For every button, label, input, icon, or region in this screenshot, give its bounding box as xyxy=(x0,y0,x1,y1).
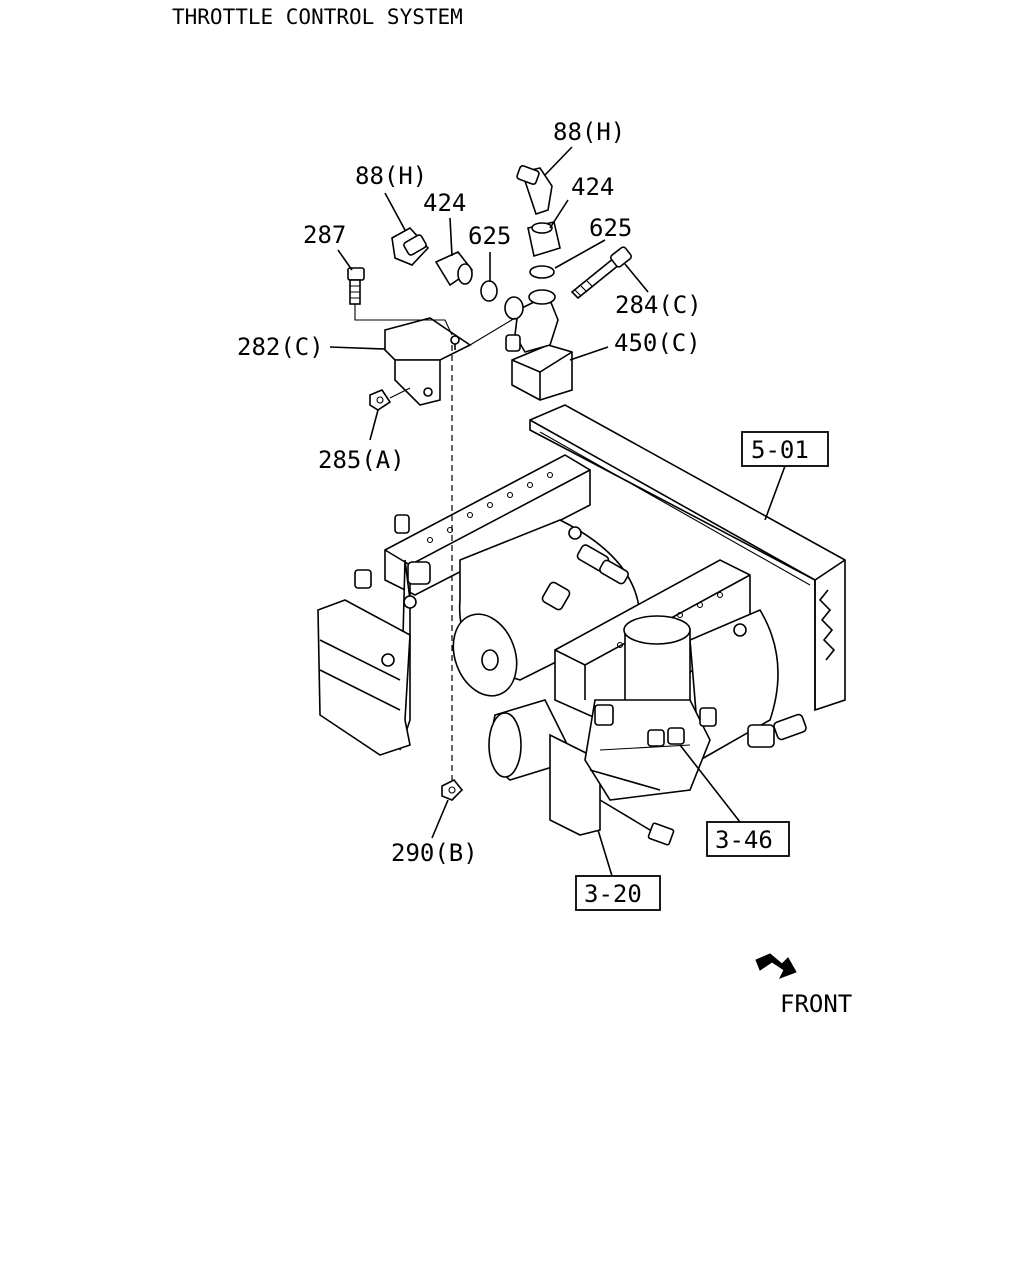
callout-287: 287 xyxy=(303,221,346,249)
callout-625-top: 625 xyxy=(589,214,632,242)
o-ring-625-top xyxy=(529,265,555,279)
right-air-dryer-assembly xyxy=(488,559,807,846)
bolt-287 xyxy=(347,267,365,305)
callout-290b: 290(B) xyxy=(391,839,478,867)
nut-290b xyxy=(441,778,464,801)
o-ring-625-left xyxy=(480,280,498,302)
bracket-282c xyxy=(384,317,472,406)
front-arrow-icon xyxy=(755,953,797,979)
callout-424-top: 424 xyxy=(571,173,614,201)
reference-5-01[interactable]: 5-01 xyxy=(741,431,829,467)
front-label: FRONT xyxy=(780,990,852,1018)
reference-3-20-label: 3-20 xyxy=(584,880,642,908)
callout-88h-top: 88(H) xyxy=(553,118,625,146)
callout-625-left: 625 xyxy=(468,222,511,250)
reference-3-46[interactable]: 3-46 xyxy=(706,821,790,857)
page-title: THROTTLE CONTROL SYSTEM xyxy=(172,5,463,29)
solenoid-valve-450c xyxy=(504,289,573,401)
exploded-parts xyxy=(347,165,632,801)
bolt-284c xyxy=(570,246,632,300)
elbow-fitting-88h-left xyxy=(391,226,430,266)
callout-285a: 285(A) xyxy=(318,446,405,474)
nut-424-left xyxy=(434,251,474,287)
callout-424-left: 424 xyxy=(423,189,466,217)
chassis-frame xyxy=(529,404,846,712)
reference-5-01-label: 5-01 xyxy=(751,436,809,464)
reference-3-20[interactable]: 3-20 xyxy=(575,875,661,911)
callout-450c: 450(C) xyxy=(614,329,701,357)
callout-88h-left: 88(H) xyxy=(355,162,427,190)
reference-3-46-label: 3-46 xyxy=(715,826,773,854)
assembly-lines xyxy=(354,304,516,780)
nut-424-top xyxy=(527,221,561,258)
nut-285a xyxy=(369,389,392,411)
leader-lines xyxy=(329,146,786,877)
callout-282c: 282(C) xyxy=(237,333,324,361)
callout-284c: 284(C) xyxy=(615,291,702,319)
elbow-fitting-88h-top xyxy=(516,165,553,216)
